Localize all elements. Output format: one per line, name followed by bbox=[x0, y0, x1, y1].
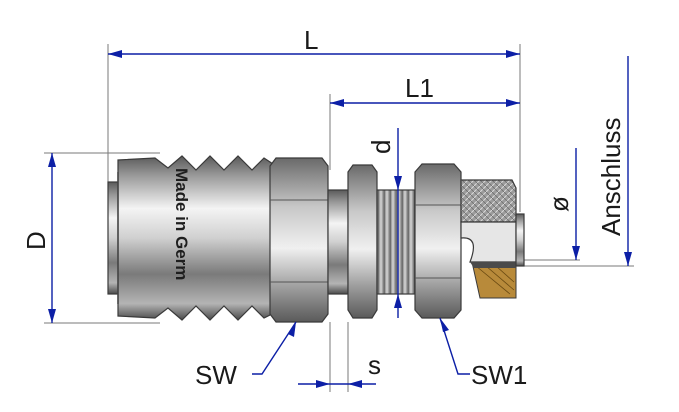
dimension-D bbox=[48, 153, 56, 323]
label-SW: SW bbox=[195, 360, 237, 390]
label-L1: L1 bbox=[405, 73, 434, 103]
label-D: D bbox=[21, 231, 51, 250]
leader-SW1 bbox=[439, 317, 470, 375]
dimension-anschluss bbox=[624, 56, 632, 266]
label-anschluss: Anschluss bbox=[596, 118, 626, 237]
label-diameter: ø bbox=[544, 196, 574, 212]
engraving-text: Made in Germ bbox=[172, 168, 191, 280]
label-s: s bbox=[368, 350, 381, 380]
dimension-L bbox=[108, 50, 520, 58]
dimension-L1 bbox=[330, 99, 520, 107]
dimension-diameter bbox=[572, 148, 580, 260]
extension-lines bbox=[44, 44, 634, 392]
label-L: L bbox=[304, 25, 318, 55]
coupling-body bbox=[107, 155, 525, 323]
dimension-d bbox=[394, 128, 402, 318]
leader-SW bbox=[252, 321, 297, 375]
label-SW1: SW1 bbox=[471, 360, 527, 390]
dimension-s bbox=[298, 380, 376, 388]
label-d: d bbox=[366, 140, 396, 154]
